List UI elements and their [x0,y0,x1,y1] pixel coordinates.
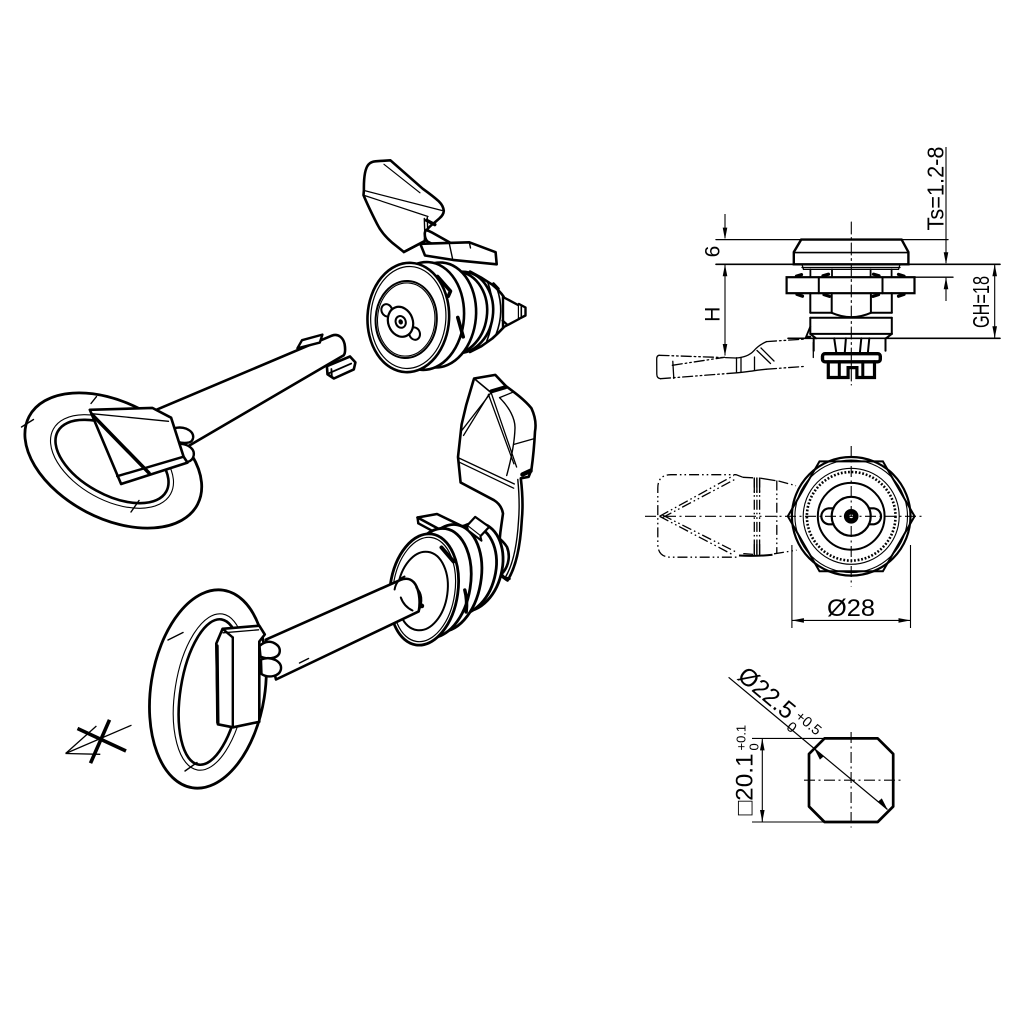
svg-text:GH=18: GH=18 [968,276,994,328]
svg-text:H: H [702,307,725,322]
svg-text:6: 6 [702,246,725,258]
svg-text:□20.1: □20.1 [732,754,759,816]
svg-text:Ø28: Ø28 [827,595,875,622]
svg-text:+0.1: +0.1 [734,725,749,751]
svg-text:0: 0 [747,743,762,750]
svg-text:Ts=1.2-8: Ts=1.2-8 [923,147,949,231]
